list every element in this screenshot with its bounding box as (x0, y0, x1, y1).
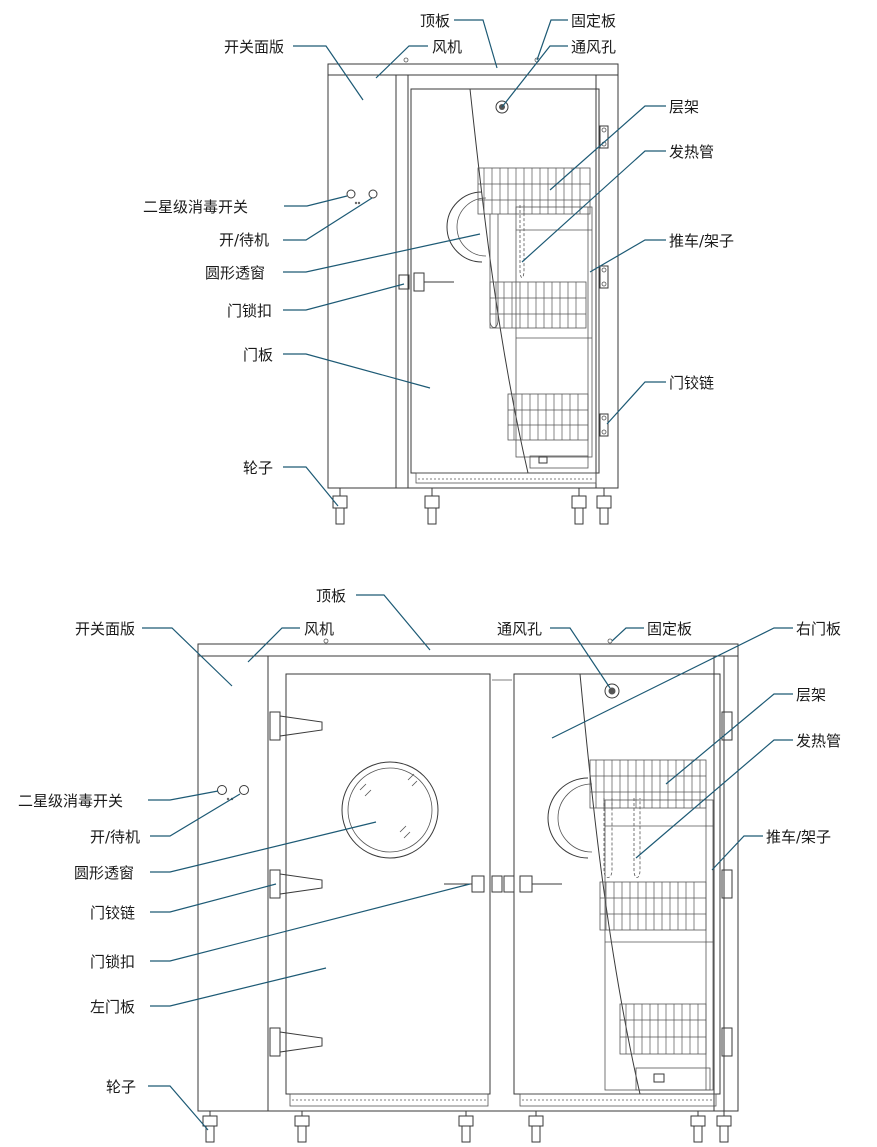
door-panel (410, 88, 600, 474)
basket-group-bottom (507, 393, 589, 441)
basket-group-top-2 (589, 759, 707, 809)
label-round-window: 圆形透窗 (205, 264, 265, 282)
wheel-icons-2 (202, 1111, 732, 1143)
disinfect-switch-label-group-2: 二星级消毒开关 (18, 790, 219, 810)
hinge-icons-right (721, 711, 733, 1057)
label-left-door: 左门板 (90, 998, 135, 1016)
label-fixing-plate: 固定板 (571, 12, 616, 30)
label-trolley-rack-2: 推车/架子 (766, 828, 831, 846)
label-door-hinge-2: 门铰链 (90, 904, 135, 922)
fan-label-group: 风机 (375, 38, 462, 79)
fixing-plate-label-group: 固定板 (536, 12, 616, 61)
label-shelf: 层架 (669, 98, 699, 116)
round-window-label-group: 圆形透窗 (205, 233, 481, 282)
label-door-hinge: 门铰链 (669, 374, 714, 392)
label-disinfect-switch: 二星级消毒开关 (143, 198, 248, 216)
label-wheel: 轮子 (243, 459, 273, 477)
vent-hole-label-group-2: 通风孔 (497, 620, 611, 689)
power-standby-label-group: 开/待机 (219, 197, 373, 249)
label-switch-panel: 开关面版 (224, 38, 284, 56)
round-window-icon (341, 761, 439, 859)
power-switch-icon (368, 189, 378, 199)
label-top-plate: 顶板 (420, 12, 450, 30)
shelf-label-group: 层架 (549, 98, 699, 191)
trolley-rack-label-group-2: 推车/架子 (711, 828, 831, 871)
heating-tube-label-group: 发热管 (521, 143, 714, 263)
label-round-window-2: 圆形透窗 (74, 864, 134, 882)
basket-group-middle (489, 281, 587, 329)
door-lock-icon (398, 274, 410, 290)
round-window-label-group-2: 圆形透窗 (74, 821, 377, 882)
label-heating-tube: 发热管 (669, 143, 714, 161)
label-power-standby-2: 开/待机 (90, 828, 140, 846)
label-heating-tube-2: 发热管 (796, 732, 841, 750)
label-right-door: 右门板 (796, 620, 841, 638)
label-trolley-rack: 推车/架子 (669, 232, 734, 250)
basket-group-top (477, 167, 591, 215)
wheel-label-group: 轮子 (243, 459, 339, 507)
switch-panel-label-group: 开关面版 (224, 38, 364, 101)
label-door-lock-2: 门锁扣 (90, 953, 135, 971)
vent-hole-icon-2 (604, 683, 620, 699)
power-standby-label-group-2: 开/待机 (90, 793, 241, 846)
basket-group-bottom-2 (619, 1003, 707, 1055)
label-vent-hole-2: 通风孔 (497, 620, 542, 638)
label-fan: 风机 (432, 38, 462, 56)
right-door-label-group: 右门板 (551, 620, 841, 739)
label-top-plate-2: 顶板 (316, 587, 346, 605)
heating-tube-label-group-2: 发热管 (635, 732, 841, 859)
label-fixing-plate-2: 固定板 (647, 620, 692, 638)
shelf-label-group-2: 层架 (665, 686, 826, 785)
disinfect-switch-icon-2 (217, 785, 227, 795)
label-power-standby: 开/待机 (219, 231, 269, 249)
vent-hole-label-group: 通风孔 (501, 38, 616, 108)
hinge-icons-left (269, 711, 323, 1057)
trolley-rack-label-group: 推车/架子 (589, 232, 734, 273)
left-door-label-group: 左门板 (90, 967, 327, 1016)
fixing-plate-label-group-2: 固定板 (611, 620, 692, 642)
wheel-icons (332, 488, 612, 525)
label-fan-2: 风机 (304, 620, 334, 638)
vent-hole (495, 100, 509, 114)
basket-group-middle-2 (599, 881, 707, 931)
door-hinge-label-group-2: 门铰链 (90, 883, 277, 922)
fan-label-group-2: 风机 (247, 620, 334, 663)
wheel-label-group-2: 轮子 (106, 1078, 209, 1131)
double-door-cabinet: 顶板 开关面版 风机 通风孔 固定板 右门板 层架 发热管 (18, 587, 841, 1143)
top-plate-label-group: 顶板 (420, 12, 498, 69)
label-door-lock: 门锁扣 (227, 302, 272, 320)
power-switch-icon-2 (239, 785, 249, 795)
door-lock-label-group-2: 门锁扣 (90, 883, 471, 971)
switch-panel-label-group-2: 开关面版 (75, 620, 233, 687)
disinfect-switch-icon (346, 189, 356, 199)
disinfect-switch-label-group: 二星级消毒开关 (143, 195, 348, 216)
label-disinfect-switch-2: 二星级消毒开关 (18, 792, 123, 810)
label-switch-panel-2: 开关面版 (75, 620, 135, 638)
top-plate-label-group-2: 顶板 (316, 587, 431, 651)
hinge-icon (599, 125, 609, 437)
label-shelf-2: 层架 (796, 686, 826, 704)
label-door-panel: 门板 (243, 346, 273, 364)
door-panel-label-group: 门板 (243, 346, 431, 389)
door-lock-icon-2 (444, 875, 562, 893)
door-lock-label-group: 门锁扣 (227, 283, 405, 320)
label-vent-hole: 通风孔 (571, 38, 616, 56)
door-hinge-label-group: 门铰链 (606, 374, 714, 425)
single-door-cabinet: 顶板 固定板 开关面版 风机 通风孔 层架 发热管 二星级消毒开关 (143, 12, 734, 525)
label-wheel-2: 轮子 (106, 1078, 136, 1096)
